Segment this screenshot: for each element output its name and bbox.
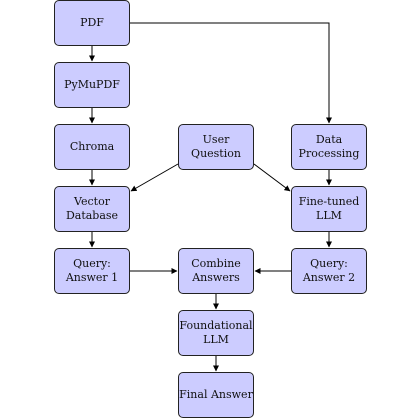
node-pdf: PDF (54, 0, 130, 46)
edge-user-question-to-vector-database (130, 163, 179, 192)
node-pymupdf: PyMuPDF (54, 62, 130, 108)
node-final-answer: Final Answer (178, 372, 254, 418)
edge-pdf-to-data-processing (130, 22, 332, 124)
node-foundational-llm: Foundational LLM (178, 310, 254, 356)
edge-user-question-to-fine-tuned-llm (253, 163, 291, 192)
node-data-processing: Data Processing (291, 124, 367, 170)
node-query-answer-1: Query: Answer 1 (54, 248, 130, 294)
node-fine-tuned-llm: Fine-tuned LLM (291, 186, 367, 232)
node-chroma: Chroma (54, 124, 130, 170)
node-combine-answers: Combine Answers (178, 248, 254, 294)
node-user-question: User Question (178, 124, 254, 170)
node-vector-database: Vector Database (54, 186, 130, 232)
node-query-answer-2: Query: Answer 2 (291, 248, 367, 294)
